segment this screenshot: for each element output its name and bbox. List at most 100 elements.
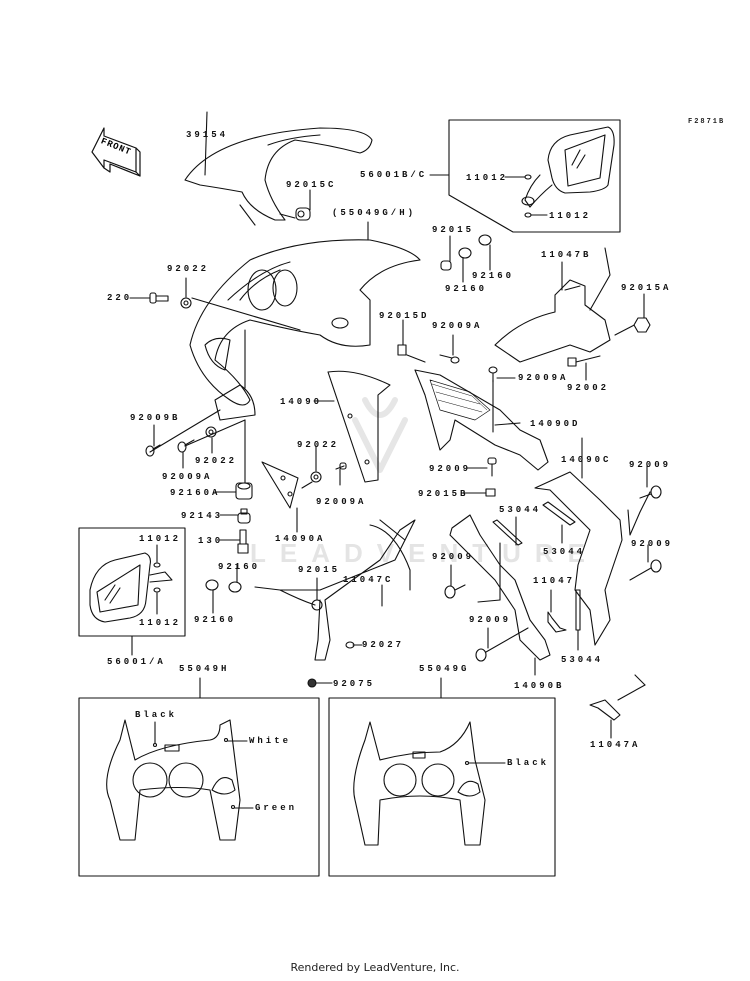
bracket-92160a [458,247,472,283]
part-label-92015D[interactable]: 92015D [379,311,430,321]
part-label-11012-b[interactable]: 11012 [549,211,592,221]
part-label-14090[interactable]: 14090 [280,397,323,407]
part-label-92015A[interactable]: 92015A [621,283,672,293]
color-label-black-g: Black [507,758,550,768]
part-label-130[interactable]: 130 [198,536,224,546]
washer-92022-mid [301,445,322,489]
mirror-box-left [78,527,186,656]
part-label-55049GH[interactable]: (55049G/H) [332,208,417,218]
part-label-92009-d[interactable]: 92009 [631,539,674,549]
part-label-53044-b[interactable]: 53044 [543,547,586,557]
part-label-11047B[interactable]: 11047B [541,250,592,260]
bolt-92002 [567,355,601,381]
part-label-92009B[interactable]: 92009B [130,413,181,423]
part-label-92009-b[interactable]: 92009 [629,460,672,470]
screw-92009A-left [177,439,195,469]
upper-cowl-part [189,221,421,406]
color-box-55049G [328,677,556,877]
part-label-14090D[interactable]: 14090D [530,419,581,429]
part-label-11047C[interactable]: 11047C [343,575,394,585]
watermark: LEADVENTURE [250,538,600,568]
part-label-11012-d[interactable]: 11012 [139,618,182,628]
part-label-92022-b[interactable]: 92022 [195,456,238,466]
bracket-92160c [205,579,219,614]
part-label-92160-b[interactable]: 92160 [472,271,515,281]
color-label-green-h: Green [255,803,298,813]
strip-53044b [542,501,576,544]
part-label-14090A[interactable]: 14090A [275,534,326,544]
diagram-code: F2871B [688,118,726,126]
part-label-92075[interactable]: 92075 [333,679,376,689]
part-label-39154[interactable]: 39154 [186,130,229,140]
color-label-white-h: White [249,736,292,746]
part-label-92022-c[interactable]: 92022 [297,440,340,450]
part-label-220[interactable]: 220 [107,293,133,303]
part-label-14090B[interactable]: 14090B [514,681,565,691]
clip-92015D [397,319,426,363]
bolt-130 [219,529,249,554]
part-label-92009A-d[interactable]: 92009A [316,497,367,507]
part-label-92009A-b[interactable]: 92009A [518,373,569,383]
part-label-92015[interactable]: 92015 [432,225,475,235]
part-label-55049G[interactable]: 55049G [419,664,470,674]
screw-92009-center [466,457,497,477]
part-label-92027[interactable]: 92027 [362,640,405,650]
part-label-11012-a[interactable]: 11012 [466,173,509,183]
nut-92075 [307,678,333,688]
part-label-92160-d[interactable]: 92160 [194,615,237,625]
stay-11047C [254,519,416,661]
strip-53044c [575,589,581,651]
screw-92009-right-top [639,465,662,499]
part-label-92002[interactable]: 92002 [567,383,610,393]
panel-14090A [261,461,299,533]
part-label-53044-a[interactable]: 53044 [499,505,542,515]
washer-92022 [180,277,192,309]
part-label-53044-c[interactable]: 53044 [561,655,604,665]
part-label-11047[interactable]: 11047 [533,576,576,586]
part-label-92009A-c[interactable]: 92009A [162,472,213,482]
part-label-92009-c[interactable]: 92009 [432,552,475,562]
screw-92009-low1 [444,564,466,599]
color-box-55049H [78,677,320,877]
front-arrow-icon [91,127,141,177]
stay-11047A [589,674,646,739]
part-label-92160-c[interactable]: 92160 [218,562,261,572]
inner-panel-14090 [313,370,391,483]
damper-92160A [214,482,253,500]
side-cowl-14090D [414,369,549,471]
part-label-92022-a[interactable]: 92022 [167,264,210,274]
lower-cowl-14090C [534,437,651,646]
screw-92009A-right1 [439,334,460,364]
screw-220 [129,292,169,304]
part-label-92015-b[interactable]: 92015 [298,565,341,575]
part-label-92160-a[interactable]: 92160 [445,284,488,294]
part-label-55049H[interactable]: 55049H [179,664,230,674]
part-label-92009-e[interactable]: 92009 [469,615,512,625]
part-label-14090C[interactable]: 14090C [561,455,612,465]
part-label-92015B[interactable]: 92015B [418,489,469,499]
bracket-92160b [478,234,492,271]
part-label-56001A[interactable]: 56001/A [107,657,166,667]
part-label-11047A[interactable]: 11047A [590,740,641,750]
collar-92143 [219,508,251,524]
part-label-56001BC[interactable]: 56001B/C [360,170,428,180]
mirror-box-right [429,119,621,233]
watermark-logo-icon [352,397,408,473]
part-label-92015C[interactable]: 92015C [286,180,337,190]
part-label-92143[interactable]: 92143 [181,511,224,521]
washer-92022-left [205,426,217,454]
color-label-black-h: Black [135,710,178,720]
strip-53044a [492,516,523,546]
windscreen-part [184,111,373,226]
grommet-92027 [345,641,363,649]
part-label-92009A-a[interactable]: 92009A [432,321,483,331]
part-label-92160A[interactable]: 92160A [170,488,221,498]
screw-92009A-right2 [488,366,516,383]
screw-92009B [145,424,161,457]
part-label-92009-a[interactable]: 92009 [429,464,472,474]
bracket-92160d [228,564,242,593]
part-label-11012-c[interactable]: 11012 [139,534,182,544]
screw-92009-low2 [475,627,529,662]
lower-panel-14090B [449,514,551,676]
